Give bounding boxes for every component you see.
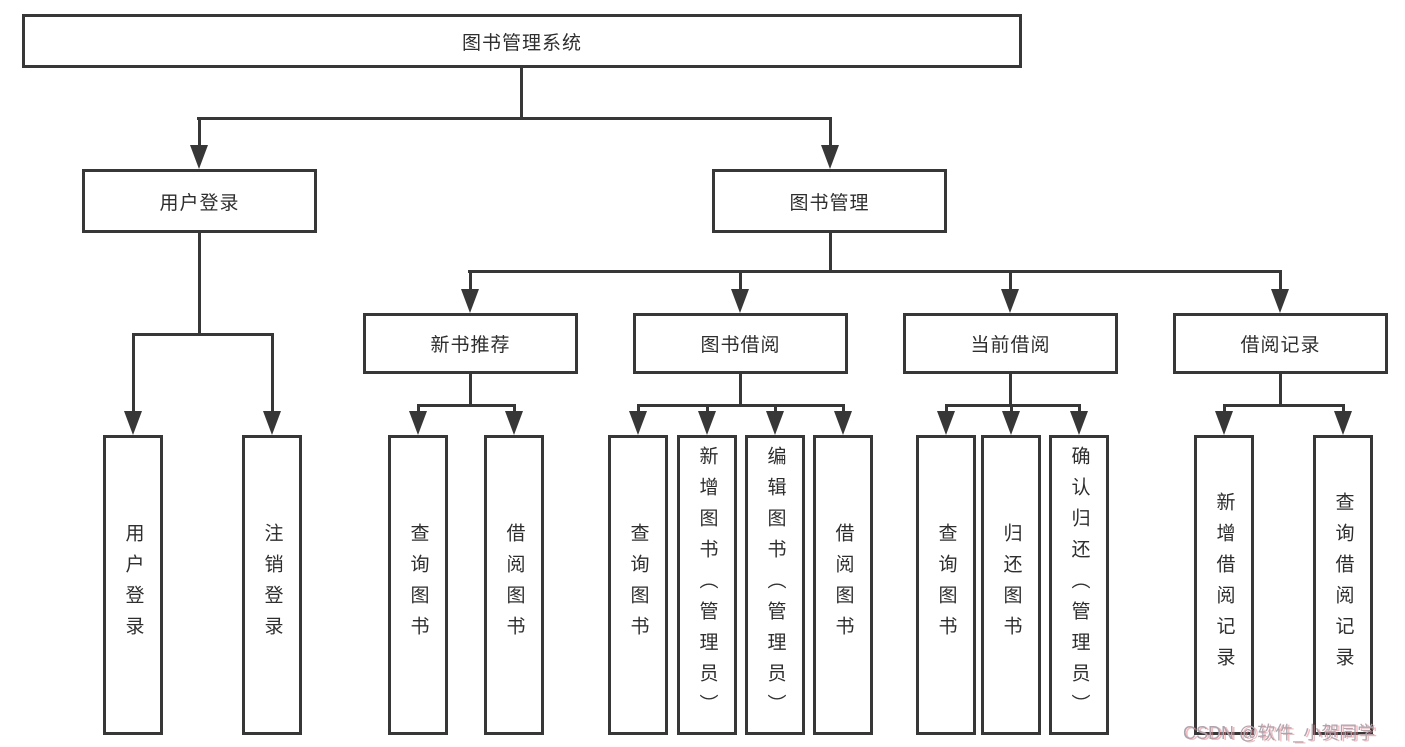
connector-junction-new-book <box>416 404 516 407</box>
leaf-label: 新增借阅记录 <box>1213 492 1235 678</box>
arrowhead-level2 <box>461 289 479 313</box>
leaf-label: 查询图书 <box>935 523 957 647</box>
connector-drop-leaf <box>1077 404 1081 414</box>
connector-drop-leaf <box>270 333 274 413</box>
arrowhead-book-management <box>821 145 839 169</box>
connector-book-management-stub <box>828 231 832 272</box>
leaf-label: 归还图书 <box>1000 523 1022 647</box>
connector-root-stub <box>519 66 523 119</box>
node-label: 图书管理系统 <box>461 32 582 54</box>
arrowhead-level2 <box>1271 289 1289 313</box>
leaf-edit-book-admin: 编辑图书（管理员） <box>745 435 805 735</box>
node-book-management: 图书管理 <box>712 169 947 233</box>
connector-drop-leaf <box>512 404 516 414</box>
node-label: 借阅记录 <box>1240 335 1321 356</box>
arrowhead-leaf <box>834 411 852 435</box>
leaf-label: 用户登录 <box>122 523 144 647</box>
leaf-label: 借阅图书 <box>503 523 525 647</box>
connector-drop-leaf <box>841 404 845 414</box>
connector-drop-leaf <box>1341 404 1345 414</box>
node-label: 用户登录 <box>159 192 240 214</box>
node-user-login: 用户登录 <box>82 169 317 233</box>
connector-drop-leaf <box>416 404 420 414</box>
arrowhead-leaf <box>1215 411 1233 435</box>
connector-drop-leaf <box>944 404 948 414</box>
leaf-return-book: 归还图书 <box>981 435 1041 735</box>
leaf-label: 查询图书 <box>407 523 429 647</box>
connector-drop-leaf <box>705 404 709 414</box>
connector-junction-level1 <box>197 117 832 120</box>
connector-drop-leaf <box>636 404 640 414</box>
csdn-watermark: CSDN @软件_小贺同学 <box>1183 723 1376 743</box>
arrowhead-leaf <box>409 411 427 435</box>
connector-junction-current-borrow <box>944 404 1081 407</box>
node-label: 图书管理 <box>789 192 870 214</box>
node-label: 图书借阅 <box>700 335 781 356</box>
connector-junction-level2 <box>468 270 1282 273</box>
leaf-confirm-return-admin: 确认归还（管理员） <box>1049 435 1109 735</box>
arrowhead-leaf <box>1334 411 1352 435</box>
connector-drop-leaf <box>773 404 777 414</box>
leaf-query-book-newrec: 查询图书 <box>388 435 448 735</box>
leaf-borrow-book-borrow: 借阅图书 <box>813 435 873 735</box>
leaf-borrow-book-newrec: 借阅图书 <box>484 435 544 735</box>
node-book-borrow: 图书借阅 <box>633 313 848 374</box>
leaf-query-book-borrow: 查询图书 <box>608 435 668 735</box>
arrowhead-leaf <box>263 411 281 435</box>
connector-drop-level2 <box>1008 270 1012 293</box>
connector-current-borrow-stub <box>1008 372 1012 406</box>
leaf-label: 借阅图书 <box>832 523 854 647</box>
leaf-add-book-admin: 新增图书（管理员） <box>677 435 737 735</box>
connector-new-book-stub <box>468 372 472 406</box>
node-new-book-recommend: 新书推荐 <box>363 313 578 374</box>
connector-junction-book-borrow <box>636 404 845 407</box>
node-label: 新书推荐 <box>430 335 511 356</box>
connector-drop-level2 <box>1278 270 1282 293</box>
arrowhead-leaf <box>505 411 523 435</box>
leaf-user-login: 用户登录 <box>103 435 163 735</box>
node-borrow-records: 借阅记录 <box>1173 313 1388 374</box>
arrowhead-leaf <box>698 411 716 435</box>
arrowhead-level2 <box>1001 289 1019 313</box>
connector-drop-leaf <box>1222 404 1226 414</box>
leaf-label: 注销登录 <box>261 523 283 647</box>
connector-book-borrow-stub <box>738 372 742 406</box>
connector-junction-borrow-records <box>1222 404 1345 407</box>
arrowhead-leaf <box>766 411 784 435</box>
connector-drop-user-login <box>197 117 201 149</box>
arrowhead-leaf <box>124 411 142 435</box>
connector-drop-leaf <box>1009 404 1013 414</box>
leaf-logout-login: 注销登录 <box>242 435 302 735</box>
arrowhead-leaf <box>1002 411 1020 435</box>
node-library-system: 图书管理系统 <box>22 14 1022 68</box>
leaf-query-book-current: 查询图书 <box>916 435 976 735</box>
connector-drop-level2 <box>738 270 742 293</box>
connector-borrow-records-stub <box>1278 372 1282 406</box>
connector-drop-book-management <box>828 117 832 149</box>
leaf-label: 查询图书 <box>627 523 649 647</box>
leaf-label: 编辑图书（管理员） <box>764 445 786 725</box>
connector-junction-user-login <box>131 333 274 336</box>
arrowhead-leaf <box>1070 411 1088 435</box>
node-label: 当前借阅 <box>970 335 1051 356</box>
connector-drop-leaf <box>131 333 135 413</box>
leaf-label: 新增图书（管理员） <box>696 445 718 725</box>
leaf-query-borrow-record: 查询借阅记录 <box>1313 435 1373 735</box>
arrowhead-level2 <box>731 289 749 313</box>
arrowhead-leaf <box>937 411 955 435</box>
node-current-borrow: 当前借阅 <box>903 313 1118 374</box>
leaf-add-borrow-record: 新增借阅记录 <box>1194 435 1254 735</box>
arrowhead-user-login <box>190 145 208 169</box>
connector-drop-level2 <box>468 270 472 293</box>
leaf-label: 确认归还（管理员） <box>1068 445 1090 725</box>
leaf-label: 查询借阅记录 <box>1332 492 1354 678</box>
arrowhead-leaf <box>629 411 647 435</box>
connector-user-login-stub <box>197 231 201 335</box>
